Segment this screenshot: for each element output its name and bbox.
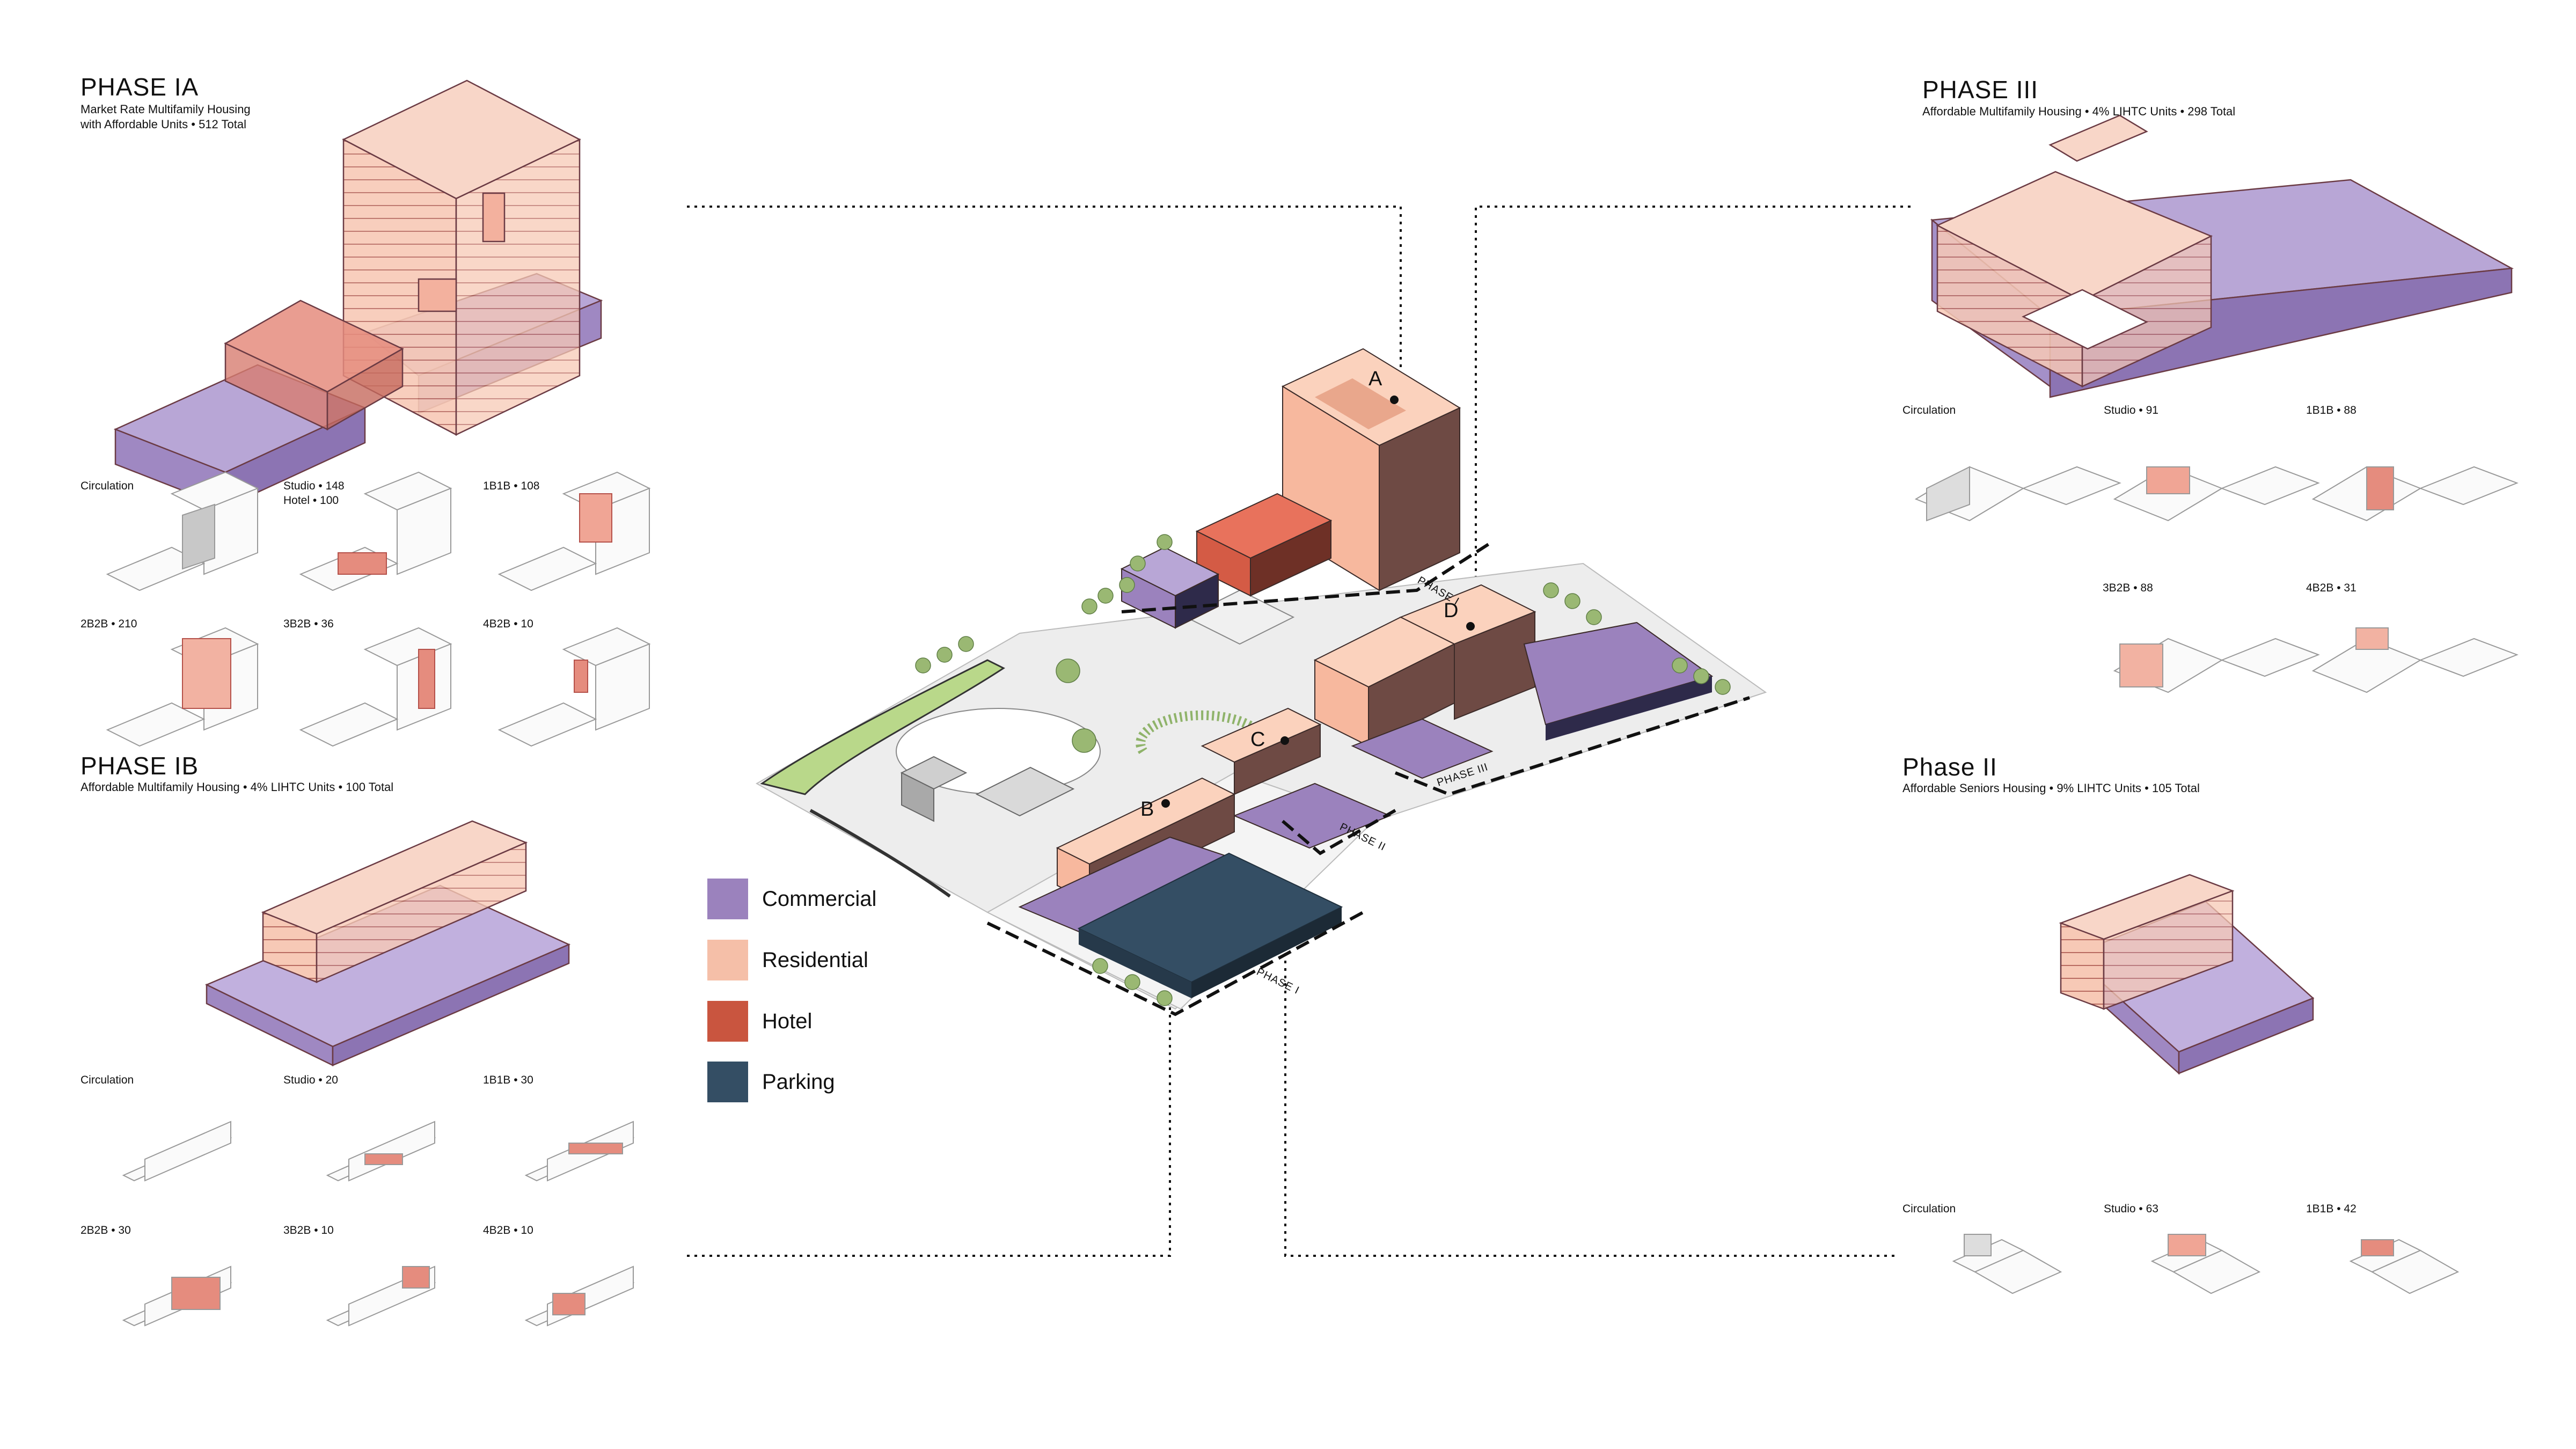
phase-ib-label-3b2b: 3B2B • 10 [283,1224,334,1236]
phase-ia-unit-diagrams [106,471,651,747]
legend-residential-label: Residential [762,948,868,972]
phase-ii-label-circulation: Circulation [1902,1203,1956,1215]
phase-tag-i: PHASE I [1255,966,1301,997]
phase-ib-unit-diagrams [122,1121,635,1327]
phase-ib-label-1b1b: 1B1B • 30 [483,1074,533,1086]
legend-residential: Residential [707,940,868,980]
phase-ia-label-2b2b: 2B2B • 210 [80,618,137,630]
phase-iii-subtitle: Affordable Multifamily Housing • 4% LIHT… [1922,105,2236,118]
legend-parking-label: Parking [762,1070,835,1094]
phase-ib-label-2b2b: 2B2B • 30 [80,1224,131,1236]
legend-hotel: Hotel [707,1001,812,1042]
phase-ib-label-circulation: Circulation [80,1074,134,1086]
phase-ia-label-circulation: Circulation [80,480,134,492]
pin-b: B [1140,798,1154,821]
phase-ia-label-studio: Studio • 148 [283,480,345,492]
phase-ii-unit-diagrams [1952,1234,2460,1294]
pin-a: A [1368,368,1382,390]
phase-ib-title: PHASE IB [80,752,199,780]
phase-ii-label-1b1b: 1B1B • 42 [2306,1203,2357,1215]
phase-iii-label-studio: Studio • 91 [2104,404,2158,416]
pin-d: D [1444,599,1458,622]
site-plan: A B C D PHASE I PHASE II PHASE III PHASE… [755,348,1767,1016]
phase-ia-title: PHASE IA [80,73,199,101]
legend-commercial: Commercial [707,879,876,919]
phase-iii-label-4b2b: 4B2B • 31 [2306,582,2357,594]
phase-ii-massing [2059,874,2315,1075]
phase-ia-label-1b1b: 1B1B • 108 [483,480,540,492]
phase-iii-label-circulation: Circulation [1902,404,1956,416]
legend-commercial-swatch [707,879,748,919]
legend-residential-swatch [707,940,748,980]
phase-iii-label-3b2b: 3B2B • 88 [2103,582,2153,594]
phase-ia-massing [113,79,603,508]
phase-ii-label-studio: Studio • 63 [2104,1203,2158,1215]
phase-ia-label-4b2b: 4B2B • 10 [483,618,533,630]
phase-ib-label-4b2b: 4B2B • 10 [483,1224,533,1236]
pin-c: C [1250,728,1265,751]
phase-ia-subtitle-1: Market Rate Multifamily Housing [80,103,251,116]
legend-parking-swatch [707,1062,748,1102]
legend-commercial-label: Commercial [762,887,877,911]
legend-hotel-label: Hotel [762,1009,813,1033]
phase-ia-label-3b2b: 3B2B • 36 [283,618,334,630]
phase-iii-unit-diagrams [1914,466,2519,693]
legend-hotel-swatch [707,1001,748,1042]
phase-ii-subtitle: Affordable Seniors Housing • 9% LIHTC Un… [1902,781,2200,795]
phase-ia-label-hotel: Hotel • 100 [283,494,339,507]
phase-ib-label-studio: Studio • 20 [283,1074,338,1086]
phase-ia-subtitle-2: with Affordable Units • 512 Total [80,118,246,131]
phase-ib-massing [204,820,571,1067]
phase-ii-title: Phase II [1902,753,1997,781]
phase-iii-title: PHASE III [1922,76,2039,104]
legend-parking: Parking [707,1062,835,1102]
phase-iii-label-1b1b: 1B1B • 88 [2306,404,2357,416]
phase-iii-massing [1930,114,2514,398]
phase-ib-subtitle: Affordable Multifamily Housing • 4% LIHT… [80,780,394,794]
